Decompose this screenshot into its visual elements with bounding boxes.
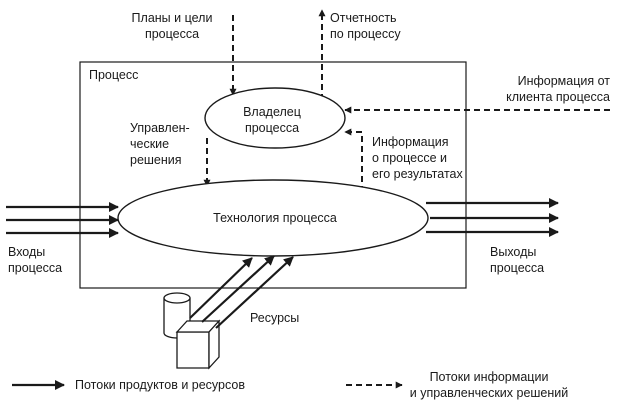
inputs-label-2: процесса xyxy=(8,261,62,275)
management-label-2: ческие xyxy=(130,137,169,151)
legend-dashed-label-1: Потоки информации xyxy=(430,370,549,384)
legend-dashed-label-2: и управленческих решений xyxy=(410,386,569,400)
inputs-label-1: Входы xyxy=(8,245,45,259)
resources-label: Ресурсы xyxy=(250,311,299,325)
management-label-3: решения xyxy=(130,153,182,167)
reporting-label-1: Отчетность xyxy=(330,11,397,25)
legend: Потоки продуктов и ресурсов Потоки инфор… xyxy=(12,370,568,400)
outputs-label-1: Выходы xyxy=(490,245,536,259)
plans-goals-label-1: Планы и цели xyxy=(132,11,213,25)
cube-icon xyxy=(175,319,221,370)
process-boundary xyxy=(79,61,467,289)
resource-arrow-2 xyxy=(201,255,275,323)
resource-arrow-1 xyxy=(189,257,253,319)
management-label-1: Управлен- xyxy=(130,121,190,135)
resource-arrow-3 xyxy=(215,256,294,329)
process-info-label-2: о процессе и xyxy=(372,151,447,165)
process-info-label-1: Информация xyxy=(372,135,449,149)
process-owner-label-1: Владелец xyxy=(243,105,301,119)
plans-goals-label-2: процесса xyxy=(145,27,199,41)
reporting-label-2: по процессу xyxy=(330,27,401,41)
client-info-label-2: клиента процесса xyxy=(506,90,610,104)
process-boundary-label: Процесс xyxy=(89,68,138,82)
client-info-label-1: Информация от xyxy=(518,74,611,88)
process-technology-label: Технология процесса xyxy=(213,211,337,225)
legend-solid-label: Потоки продуктов и ресурсов xyxy=(75,378,245,392)
outputs-label-2: процесса xyxy=(490,261,544,275)
process-info-arrow xyxy=(344,128,363,192)
process-owner-label-2: процесса xyxy=(245,121,299,135)
process-info-label-3: его результатах xyxy=(372,167,463,181)
process-owner-node xyxy=(204,87,346,149)
